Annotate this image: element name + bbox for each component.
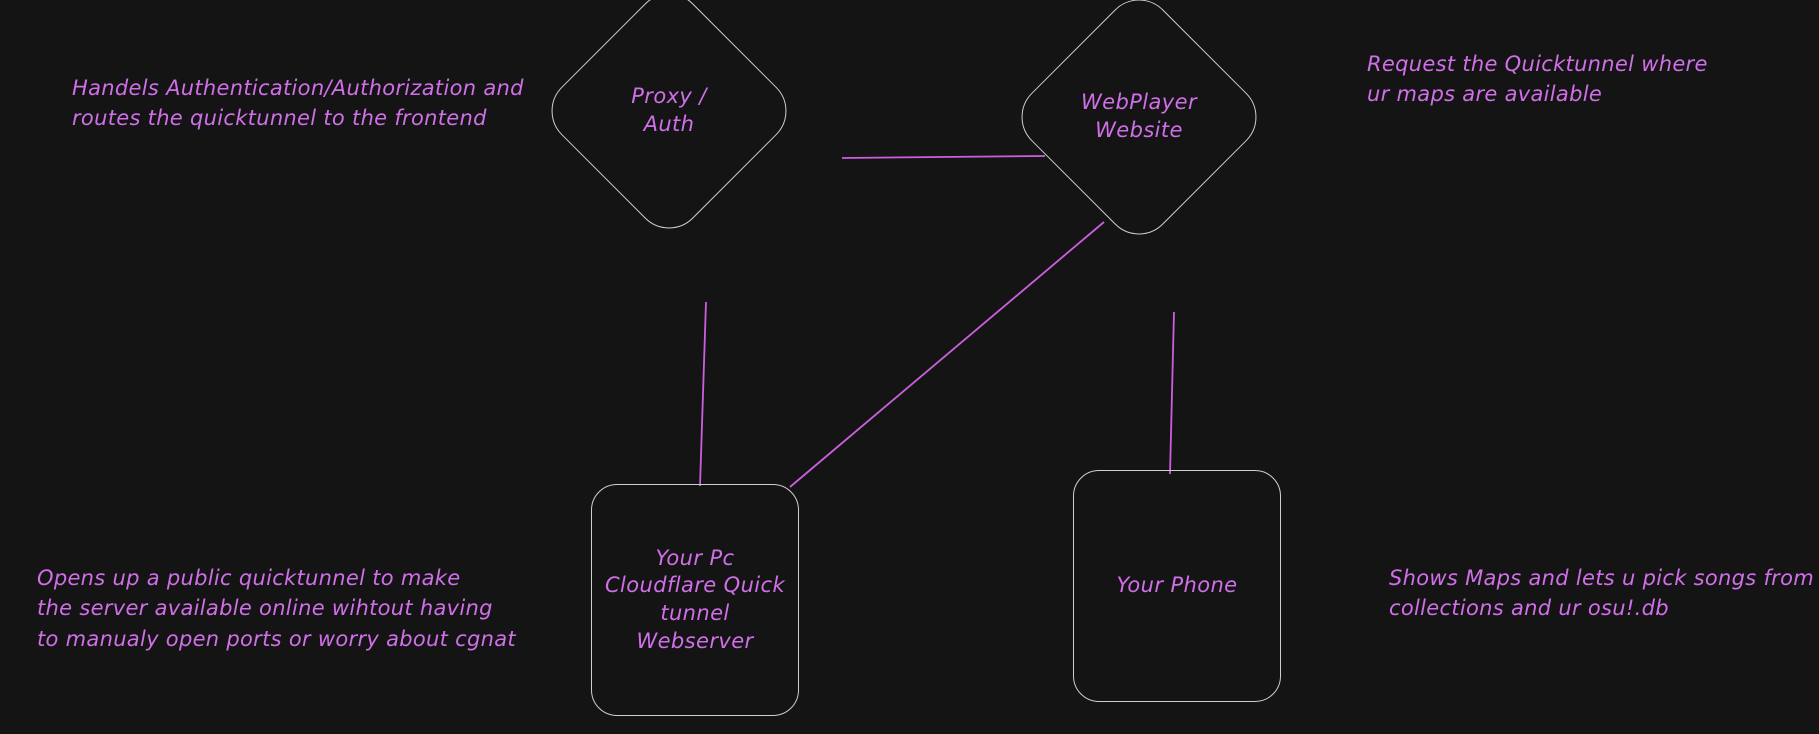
annotation-proxy-auth: Handels Authentication/Authorization and… xyxy=(72,76,524,131)
edge-webplayer-to-your-pc xyxy=(789,221,1105,488)
node-webplayer-website-label: WebPlayer Website xyxy=(1081,90,1197,142)
edge-proxy-to-your-pc xyxy=(699,301,707,487)
node-your-pc-label: Your Pc Cloudflare Quick tunnel Webserve… xyxy=(604,545,786,653)
node-your-phone-label: Your Phone xyxy=(1116,573,1238,598)
node-proxy-auth[interactable]: Proxy / Auth xyxy=(537,0,801,243)
node-webplayer-website[interactable]: WebPlayer Website xyxy=(1007,0,1271,249)
node-your-phone[interactable]: Your Phone xyxy=(1073,470,1281,702)
edge-proxy-to-webplayer xyxy=(841,155,1046,159)
node-your-pc[interactable]: Your Pc Cloudflare Quick tunnel Webserve… xyxy=(591,484,799,716)
annotation-webplayer: Request the Quicktunnel where ur maps ar… xyxy=(1367,52,1708,107)
annotation-your-pc: Opens up a public quicktunnel to make th… xyxy=(37,566,516,651)
node-proxy-auth-label: Proxy / Auth xyxy=(631,84,707,136)
annotation-your-phone: Shows Maps and lets u pick songs from co… xyxy=(1389,566,1815,621)
edge-webplayer-to-your-phone xyxy=(1169,311,1175,475)
